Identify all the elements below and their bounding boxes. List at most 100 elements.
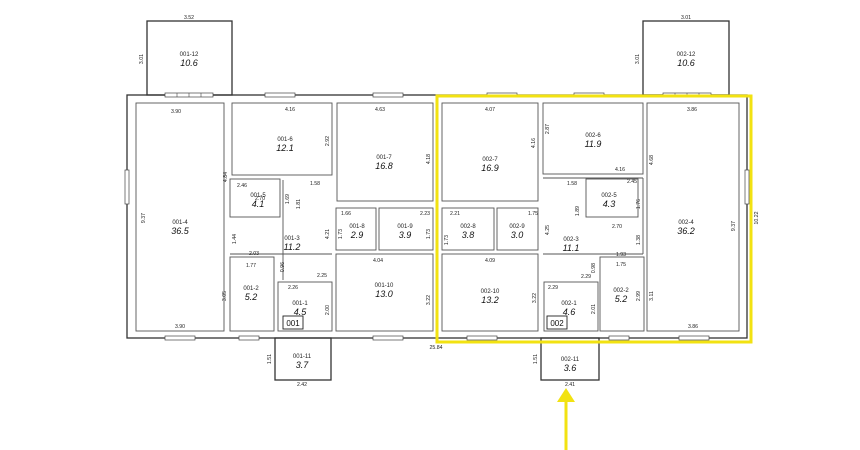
dimension-label: 2.29 — [581, 274, 591, 280]
room-area-001-6: 12.1 — [276, 143, 294, 153]
room-area-002-4: 36.2 — [677, 226, 695, 236]
room-area-002-5: 4.3 — [603, 199, 616, 209]
dimension-label: 3.22 — [426, 295, 432, 305]
room-id-001-8: 001-8 — [349, 224, 365, 230]
dimension-label: 1.58 — [310, 181, 320, 187]
dimension-label: 3.52 — [184, 15, 194, 21]
dimension-label: 2.00 — [325, 305, 331, 315]
dimension-label: 4.07 — [485, 107, 495, 113]
dimension-label: 9.37 — [731, 221, 737, 231]
unit-tag-002: 002 — [550, 319, 564, 328]
room-id-001-4: 001-4 — [172, 220, 188, 226]
room-area-001-8: 2.9 — [350, 230, 364, 240]
dimension-label: 3.01 — [681, 15, 691, 21]
room-area-001-9: 3.9 — [399, 230, 412, 240]
room-area-001-4: 36.5 — [171, 226, 190, 236]
dimension-label: 1.44 — [232, 234, 238, 244]
porch-room-001-11 — [274, 337, 332, 381]
room-id-001-10: 001-10 — [375, 283, 394, 289]
room-id-001-2: 001-2 — [243, 286, 259, 292]
dimension-label: 2.03 — [249, 251, 259, 257]
dimension-label: 9.37 — [141, 213, 147, 223]
room-area-002-12: 10.6 — [677, 58, 695, 68]
dimension-label: 4.09 — [485, 258, 495, 264]
dimension-label: 4.63 — [375, 107, 385, 113]
room-area-001-5: 4.1 — [252, 199, 265, 209]
room-id-002-12: 002-12 — [677, 52, 696, 58]
dimension-label: 2.99 — [636, 291, 642, 301]
dimension-label: 2.25 — [317, 273, 327, 279]
dimension-label: 3.90 — [175, 324, 185, 330]
dimension-label: 1.89 — [575, 206, 581, 216]
dimension-label: 2.42 — [297, 382, 307, 388]
dimension-label: 2.26 — [288, 285, 298, 291]
room-id-002-9: 002-9 — [509, 224, 525, 230]
dimension-label: 0.96 — [280, 262, 286, 272]
room-id-001-7: 001-7 — [376, 155, 392, 161]
dimension-label: 1.51 — [267, 354, 273, 364]
room-id-001-12: 001-12 — [180, 52, 199, 58]
unit-002-highlight — [435, 94, 753, 344]
dimension-label: 2.87 — [545, 124, 551, 134]
dimension-label: 4.04 — [373, 258, 383, 264]
room-area-002-10: 13.2 — [481, 295, 499, 305]
dimension-label: 3.22 — [532, 293, 538, 303]
room-id-002-5: 002-5 — [601, 193, 617, 199]
dimension-label: 2.41 — [565, 382, 575, 388]
room-id-002-2: 002-2 — [613, 288, 629, 294]
dimension-label: 1.76 — [636, 199, 642, 209]
room-area-001-1: 4.5 — [294, 307, 308, 317]
room-area-002-11: 3.6 — [564, 363, 577, 373]
porch-room-002-11 — [540, 337, 600, 381]
dimension-label: 2.70 — [255, 196, 265, 202]
room-id-001-5: 001-5 — [250, 193, 266, 199]
room-id-001-6: 001-6 — [277, 137, 293, 143]
dimension-label: 4.16 — [531, 138, 537, 148]
room-area-001-7: 16.8 — [375, 161, 393, 171]
dimension-label: 3.05 — [222, 291, 228, 301]
room-area-001-11: 3.7 — [296, 360, 310, 370]
room-area-002-9: 3.0 — [511, 230, 524, 240]
room-id-002-6: 002-6 — [585, 133, 601, 139]
dimension-label: 0.98 — [591, 263, 597, 273]
room-area-001-2: 5.2 — [245, 292, 258, 302]
dimension-label: 1.93 — [616, 252, 626, 258]
pointer-arrow-head — [557, 388, 575, 402]
room-id-002-10: 002-10 — [481, 289, 500, 295]
dimension-label: 1.69 — [285, 194, 291, 204]
dimension-label: 1.73 — [444, 235, 450, 245]
room-id-001-9: 001-9 — [397, 224, 413, 230]
dimension-label: 2.70 — [612, 224, 622, 230]
room-area-002-7: 16.9 — [481, 163, 499, 173]
dimension-label: 25.84 — [430, 345, 443, 351]
room-id-002-8: 002-8 — [460, 224, 476, 230]
dimension-label: 4.16 — [285, 107, 295, 113]
room-area-002-3: 11.1 — [563, 243, 580, 253]
dimension-label: 1.38 — [636, 235, 642, 245]
room-id-002-7: 002-7 — [482, 157, 498, 163]
room-id-002-1: 002-1 — [561, 301, 577, 307]
room-area-001-10: 13.0 — [375, 289, 393, 299]
dimension-label: 1.75 — [616, 262, 626, 268]
dimension-label: 2.01 — [591, 304, 597, 314]
dimension-label: 4.84 — [223, 172, 229, 182]
dimension-label: 3.90 — [171, 109, 181, 115]
room-area-002-1: 4.6 — [563, 307, 576, 317]
dimension-label: 3.01 — [635, 54, 641, 64]
dimension-label: 1.81 — [296, 199, 302, 209]
dimension-label: 1.73 — [338, 229, 344, 239]
dimension-label: 2.46 — [237, 183, 247, 189]
unit-tag-001: 001 — [286, 319, 300, 328]
room-id-002-4: 002-4 — [678, 220, 694, 226]
dimension-label: 3.11 — [649, 291, 655, 301]
dimension-labels: 3.52 3.01 3.01 3.01 3.90 4.16 4.63 4.07 … — [139, 15, 760, 388]
dimension-label: 2.23 — [420, 211, 430, 217]
dimension-label: 4.16 — [615, 167, 625, 173]
dimension-label: 2.92 — [325, 136, 331, 146]
dimension-label: 2.21 — [450, 211, 460, 217]
dimension-label: 2.29 — [548, 285, 558, 291]
room-id-002-3: 002-3 — [563, 237, 579, 243]
dimension-label: 1.58 — [567, 181, 577, 187]
